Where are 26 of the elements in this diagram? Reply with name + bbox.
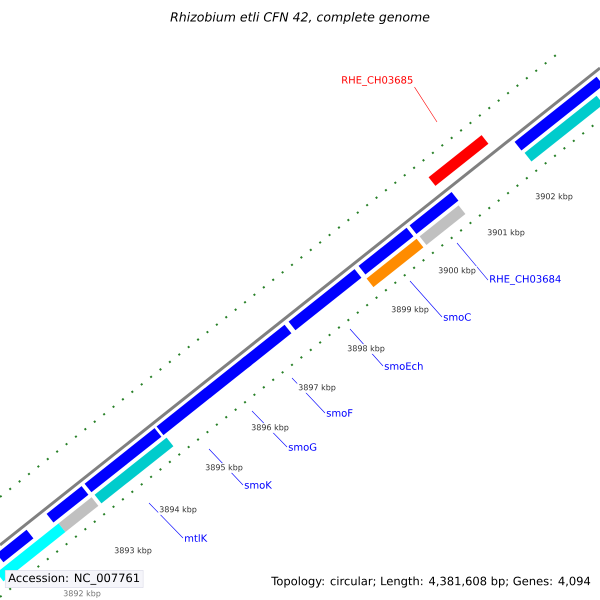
scale-label: 3902 kbp [534,192,574,202]
scale-label: 3901 kbp [486,228,526,238]
gene-label: mtlK [185,534,208,542]
scale-label: 3892 kbp [62,589,102,599]
leader-line [410,280,442,318]
gene-label: smoG [288,443,316,451]
leader-line [148,502,184,538]
scale-label: 3897 kbp [297,383,337,393]
scale-label: 3899 kbp [390,305,430,315]
scale-label: 3893 kbp [113,546,153,556]
scale-label: 3896 kbp [250,423,290,433]
leader-line [414,86,438,122]
gene-label: smoC [444,313,471,321]
genome-summary: Topology: circular; Length: 4,381,608 bp; Genes: 4,094 [271,576,590,588]
gene-label: RHE_CH03684 [490,275,561,285]
scale-label: 3895 kbp [204,463,244,473]
gene-label: smoK [244,481,272,489]
gene-label: smoF [326,409,352,417]
title: Rhizobium etli CFN 42, complete genome [170,12,430,24]
gene-label: RHE_CH03685 [342,76,412,86]
scale-label: 3894 kbp [158,505,198,515]
scale-label: 3898 kbp [346,344,386,354]
gene-label: smoEch [384,362,423,370]
accession-label: Accession: NC_007761 [5,570,144,588]
leader-line [456,242,488,280]
scale-label: 3900 kbp [437,266,477,276]
